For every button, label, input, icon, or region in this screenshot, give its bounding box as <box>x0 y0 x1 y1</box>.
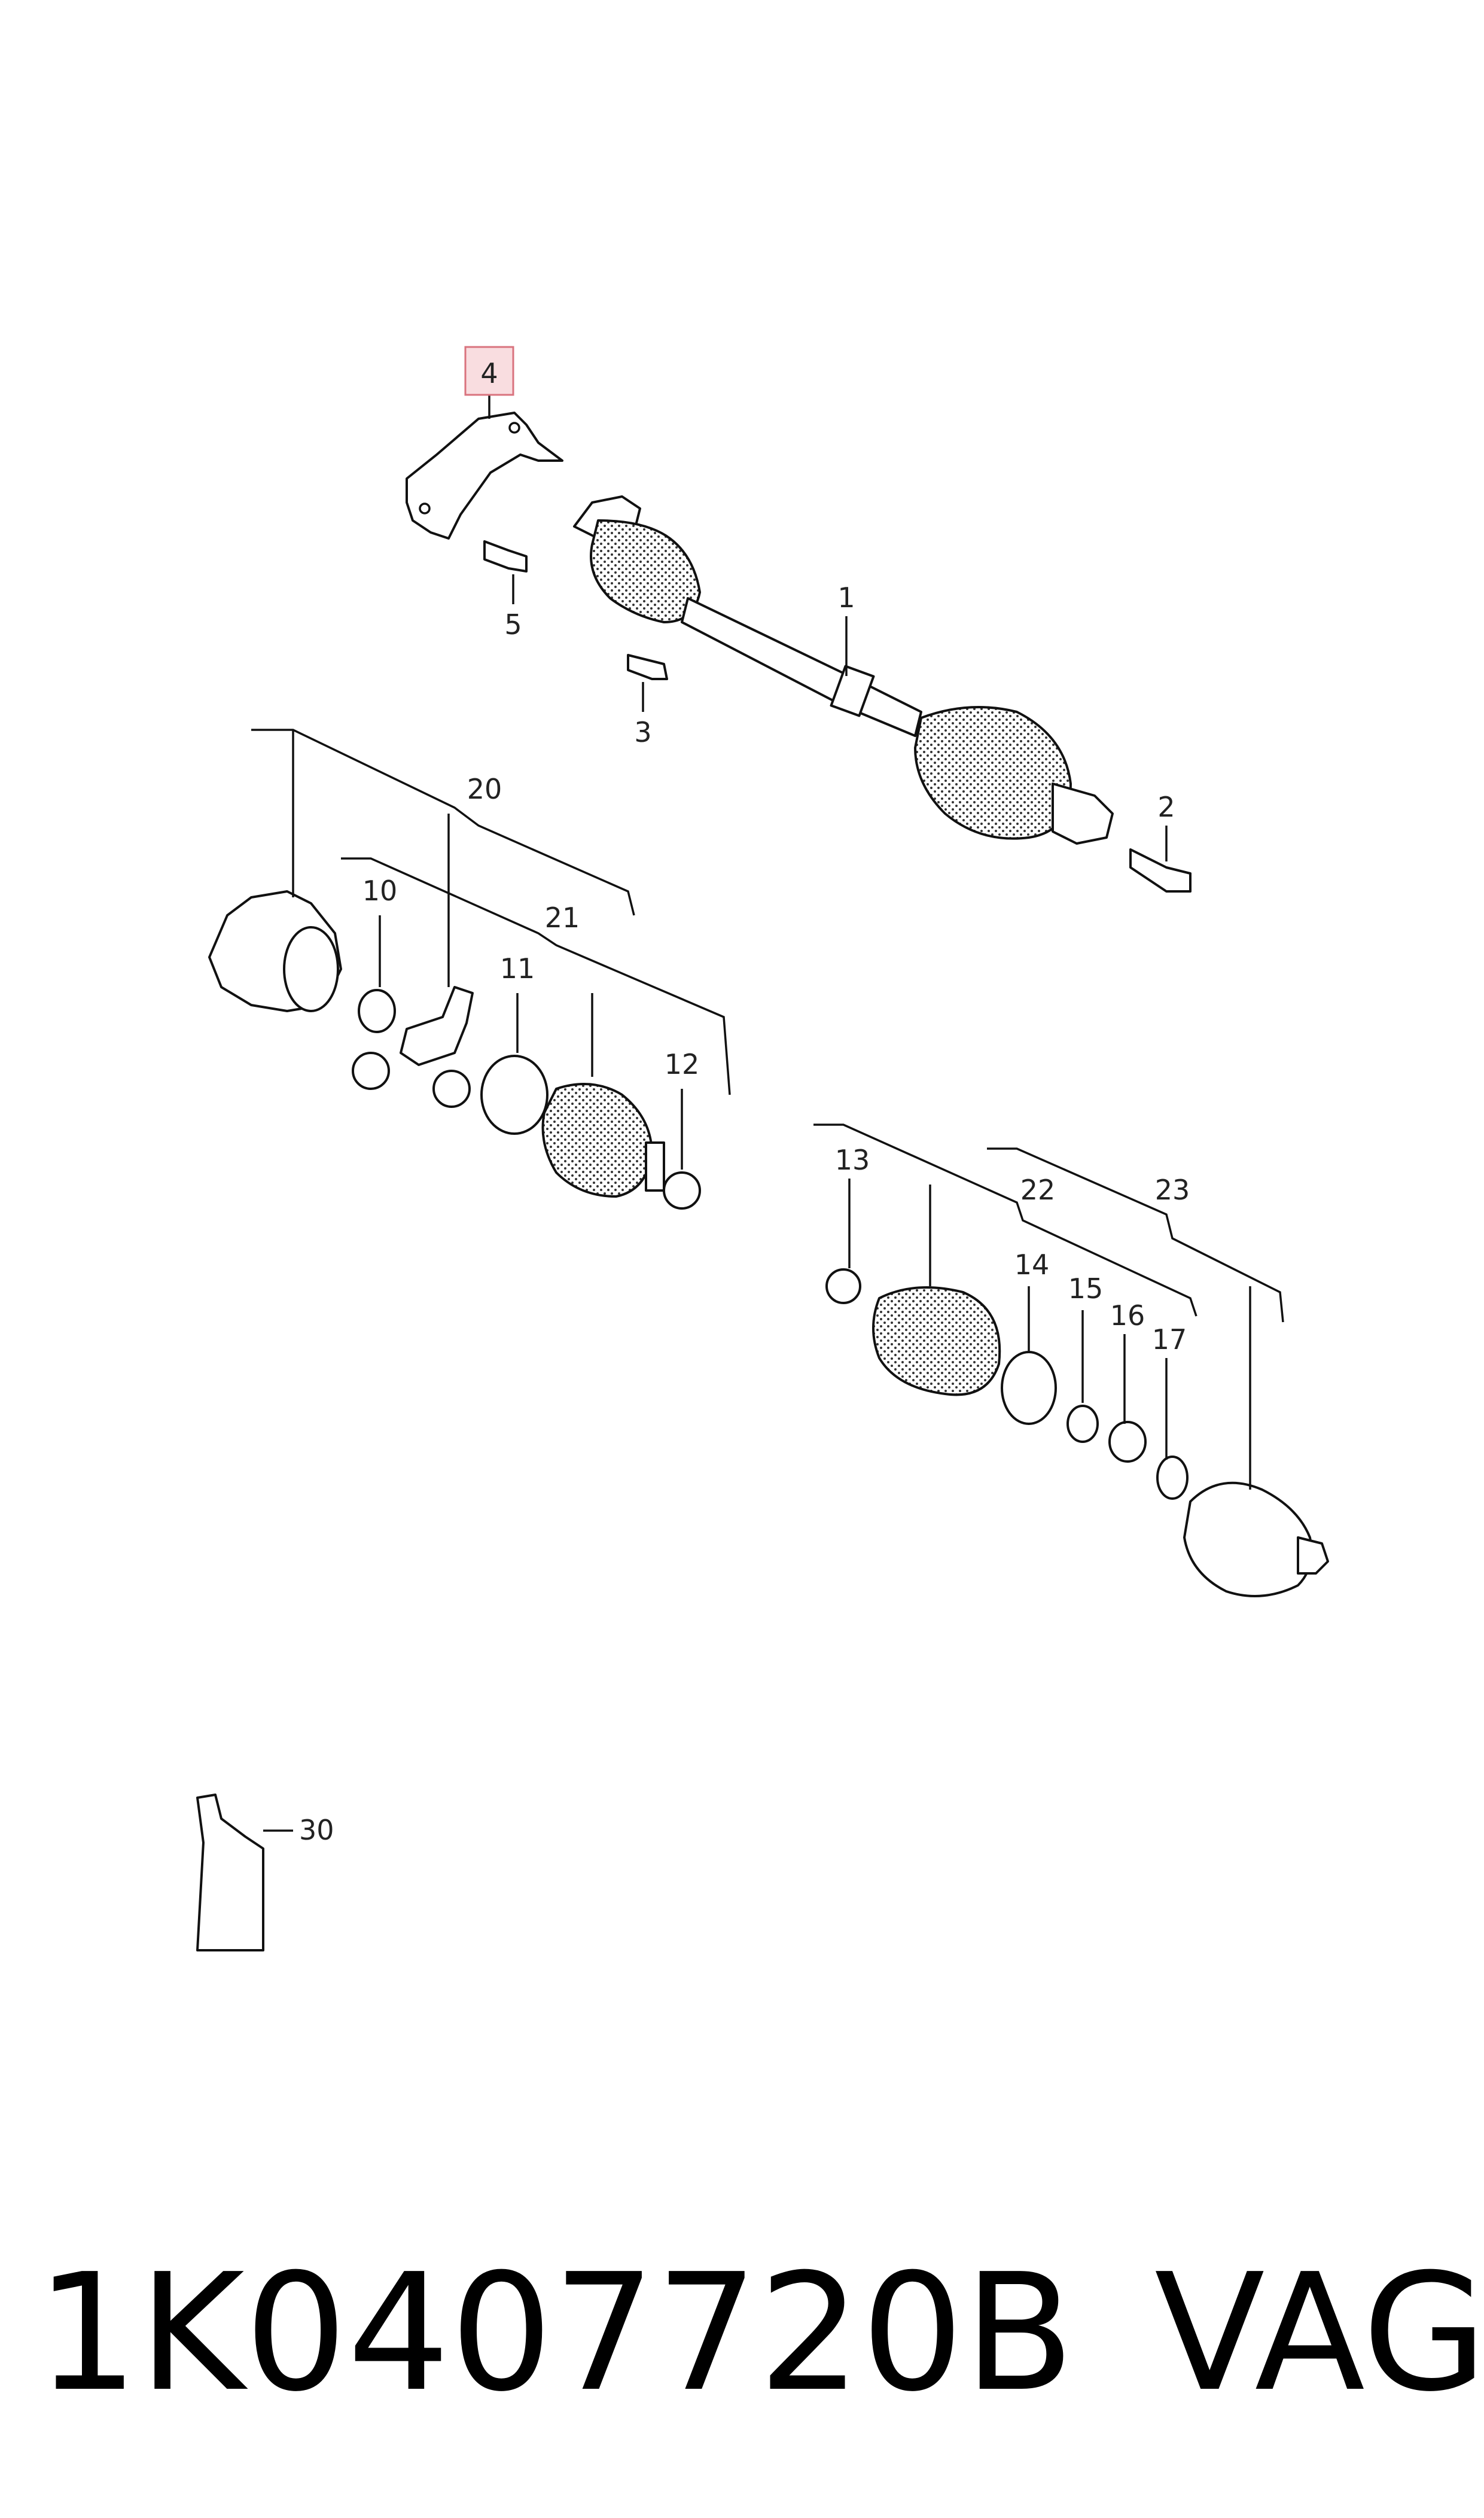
clamp-part-11 <box>480 1055 548 1135</box>
brand: VAG <box>1154 2239 1484 2427</box>
callout-15[interactable]: 15 <box>1068 1272 1104 1305</box>
callout-21[interactable]: 21 <box>545 902 580 934</box>
callout-13[interactable]: 13 <box>835 1144 870 1176</box>
leader-lines <box>251 395 1284 1832</box>
cap-part-2 <box>432 1070 471 1108</box>
caption: 1K0407720B VAG <box>36 2213 1484 2453</box>
grease-tube-part <box>196 1794 264 1951</box>
callout-22[interactable]: 22 <box>1020 1174 1056 1206</box>
callout-3[interactable]: 3 <box>634 716 651 748</box>
bolt-part-2 <box>1129 848 1192 893</box>
boot-part-22 <box>872 1286 1001 1396</box>
cap-part <box>352 1052 390 1090</box>
callout-5[interactable]: 5 <box>504 608 522 641</box>
cup-part-16 <box>1108 1421 1147 1463</box>
bolt-part-5 <box>483 540 528 573</box>
clamp-part-13 <box>825 1268 861 1304</box>
callout-4-highlight <box>464 346 514 396</box>
callout-10[interactable]: 10 <box>362 875 398 907</box>
callout-4[interactable]: 4 <box>480 357 498 389</box>
drive-shaft-part <box>573 495 1114 845</box>
callout-1[interactable]: 1 <box>837 581 855 614</box>
clamp-part-14 <box>1001 1351 1057 1425</box>
callout-17[interactable]: 17 <box>1152 1323 1187 1356</box>
bolt-part-3 <box>627 654 668 680</box>
part-number: 1K0407720B <box>36 2239 1075 2427</box>
callout-2[interactable]: 2 <box>1157 791 1175 823</box>
callout-23[interactable]: 23 <box>1155 1174 1190 1206</box>
callout-11[interactable]: 11 <box>500 952 535 985</box>
circlip-part-17 <box>1156 1456 1189 1500</box>
callout-12[interactable]: 12 <box>665 1048 700 1080</box>
clamp-part-12 <box>663 1171 701 1210</box>
outer-joint-part-23 <box>1183 1481 1329 1597</box>
callout-30[interactable]: 30 <box>299 1814 334 1846</box>
ring-part-15 <box>1066 1405 1099 1443</box>
callout-20[interactable]: 20 <box>467 773 502 805</box>
tripod-joint-part <box>400 986 474 1066</box>
inner-joint-housing-part <box>208 890 342 1012</box>
boot-part-21 <box>541 1083 665 1198</box>
circlip-part-10 <box>358 989 396 1033</box>
heat-shield-part <box>406 412 563 540</box>
callout-16[interactable]: 16 <box>1110 1299 1145 1332</box>
callout-14[interactable]: 14 <box>1014 1249 1050 1281</box>
